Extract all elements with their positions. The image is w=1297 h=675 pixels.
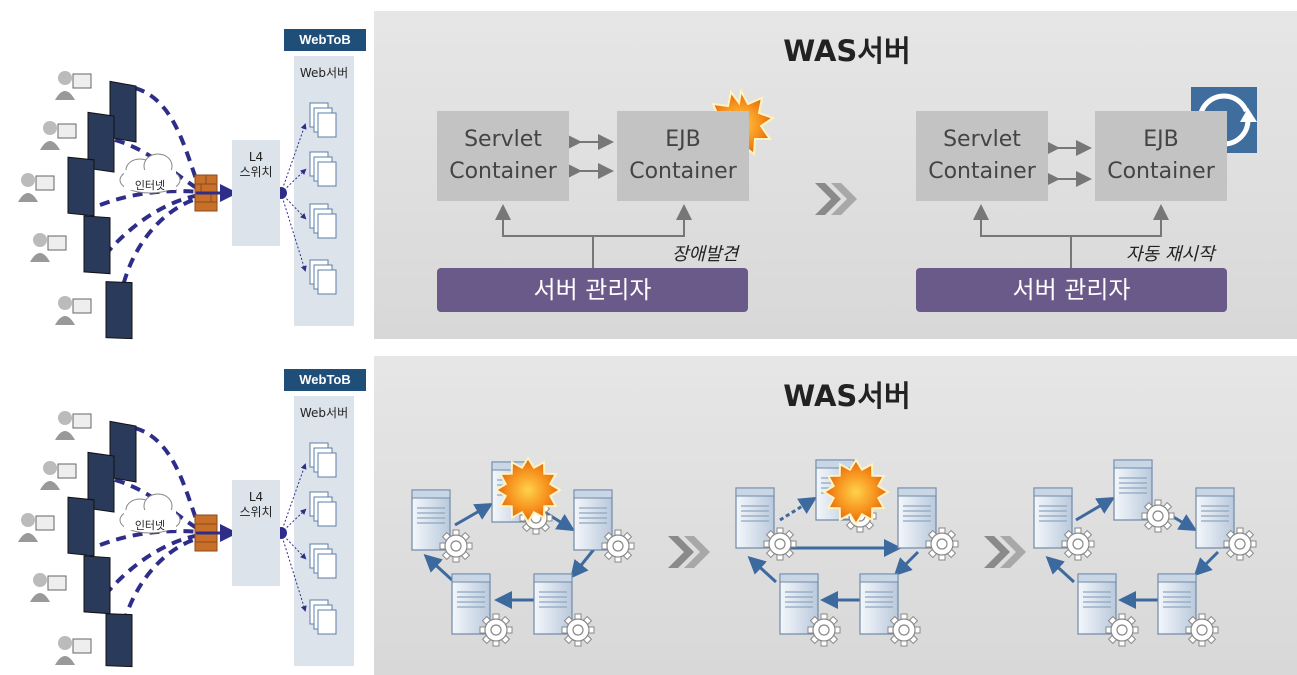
server-icon [1077, 573, 1117, 635]
client-icons [18, 71, 137, 340]
flow-arrow [570, 547, 597, 579]
next-step-chevron-icon [815, 183, 857, 215]
fault-detected-note: 장애발견 [672, 244, 739, 265]
l4-switch-label: L4 스위치 [239, 490, 273, 519]
servlet-line-2: Container [928, 159, 1036, 184]
client-icons [18, 411, 137, 668]
servlet-line-1: Servlet [943, 127, 1021, 152]
server-icon [735, 487, 775, 549]
server-icon [451, 573, 491, 635]
was-title-top: WAS서버 [783, 34, 911, 68]
network-diagram-bottom: 인터넷 L4 스위치 WebToB Web서버 [0, 340, 370, 675]
flow-arrow [423, 553, 454, 582]
network-links-bottom [18, 411, 337, 668]
server-icon [1157, 573, 1197, 635]
l4-switch-box [232, 480, 280, 586]
gear-icon [601, 529, 635, 563]
ejb-line-1: EJB [665, 127, 701, 152]
gear-icon [1223, 527, 1257, 561]
flow-arrow [454, 503, 494, 527]
ejb-line-1: EJB [1143, 127, 1179, 152]
gear-icon [807, 613, 841, 647]
servlet-line-2: Container [449, 159, 557, 184]
flow-arrow [893, 550, 920, 577]
webtob-title: WebToB [284, 369, 366, 391]
web-server-icons [309, 102, 337, 295]
server-icon [1113, 459, 1153, 521]
was-title-bottom: WAS서버 [783, 379, 911, 413]
l4-switch-box [232, 140, 280, 246]
internet-label: 인터넷 [134, 179, 166, 192]
gear-icon [925, 527, 959, 561]
server-icon [1033, 487, 1073, 549]
auto-restart-note: 자동 재시작 [1126, 244, 1215, 265]
flow-arrow [1193, 550, 1220, 577]
servlet-container-before: Servlet Container [437, 111, 569, 201]
cloud-icon [119, 493, 181, 534]
flow-arrow [779, 496, 818, 522]
server-icon [897, 487, 937, 549]
gear-icon [1141, 499, 1175, 533]
ejb-container-before: EJB Container [617, 111, 749, 201]
gear-icon [887, 613, 921, 647]
gear-icon [1105, 613, 1139, 647]
network-diagram-top: 인터넷 L4 스위치 WebToB Web서버 [0, 0, 370, 340]
server-icon [1195, 487, 1235, 549]
webtob-title: WebToB [284, 29, 366, 51]
server-icon [859, 573, 899, 635]
gear-icon [763, 527, 797, 561]
server-icon [533, 573, 573, 635]
explosion-icon [494, 456, 562, 524]
l4-switch-label: L4 스위치 [239, 150, 273, 179]
servlet-container-after: Servlet Container [916, 111, 1048, 201]
flow-arrow [1045, 555, 1076, 584]
server-icon [779, 573, 819, 635]
servlet-line-1: Servlet [464, 127, 542, 152]
web-server-label: Web서버 [299, 406, 349, 420]
next-step-chevron-icon [984, 536, 1026, 568]
gear-icon [439, 529, 473, 563]
server-icon [411, 489, 451, 551]
ejb-line-2: Container [629, 159, 737, 184]
web-server-icons [309, 442, 337, 635]
flow-arrow [747, 555, 778, 584]
gear-icon [479, 613, 513, 647]
ejb-container-after: EJB Container [1095, 111, 1227, 201]
gear-icon [561, 613, 595, 647]
flow-arrow [1075, 496, 1116, 522]
gear-icon [1061, 527, 1095, 561]
gear-icon [1185, 613, 1219, 647]
server-manager-before: 서버 관리자 [437, 268, 748, 312]
next-step-chevron-icon [668, 536, 710, 568]
explosion-icon [822, 458, 890, 526]
server-manager-after: 서버 관리자 [916, 268, 1227, 312]
ejb-line-2: Container [1107, 159, 1215, 184]
web-server-label: Web서버 [299, 66, 349, 80]
cloud-icon [119, 153, 181, 194]
internet-label: 인터넷 [134, 519, 166, 532]
server-icon [573, 489, 613, 551]
